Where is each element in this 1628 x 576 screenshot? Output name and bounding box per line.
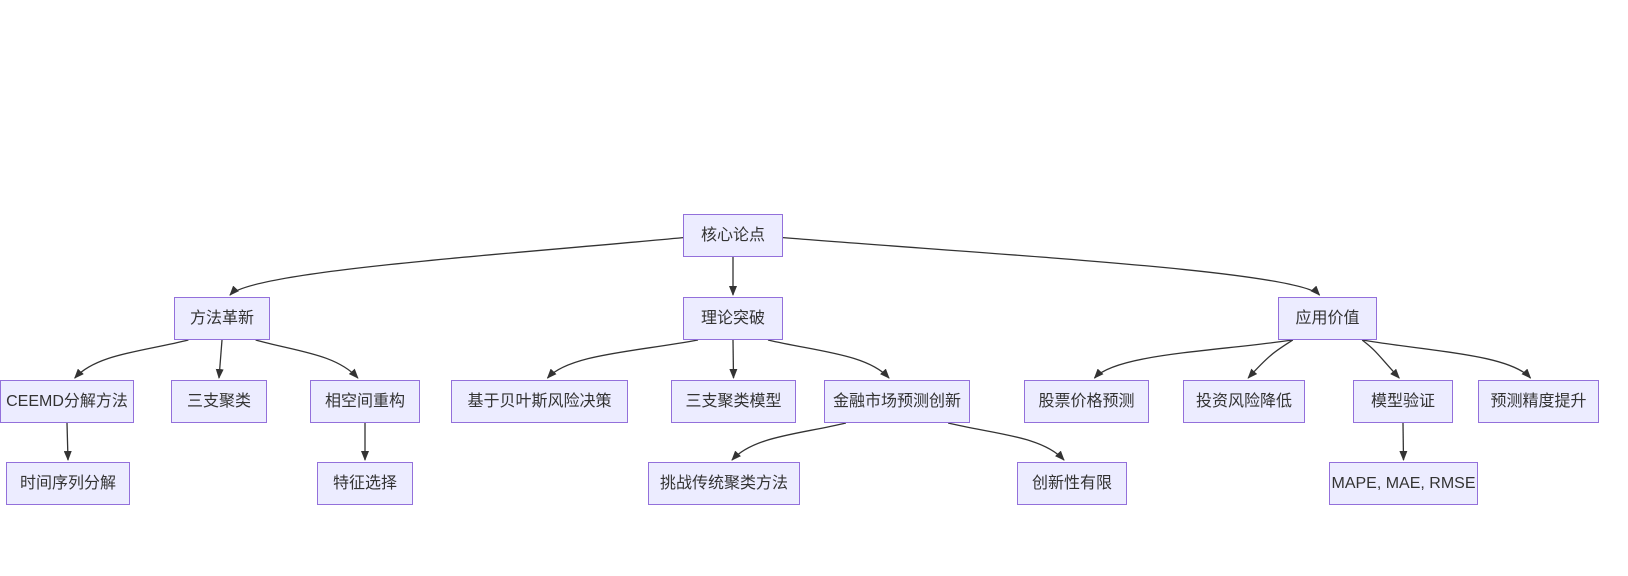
edge-application-validation [1361, 339, 1400, 379]
edge-method-three_way [215, 339, 224, 379]
edge-application-accuracy [1362, 339, 1532, 379]
edge-finance-challenge [731, 422, 847, 461]
node-metrics: MAPE, MAE, RMSE [1329, 462, 1478, 505]
node-core: 核心论点 [683, 214, 783, 257]
edge-core-application [782, 237, 1321, 296]
node-finance: 金融市场预测创新 [824, 380, 970, 423]
edge-application-risk [1247, 339, 1294, 379]
edge-method-phase_space [255, 339, 359, 379]
node-accuracy: 预测精度提升 [1478, 380, 1599, 423]
node-three_way: 三支聚类 [171, 380, 267, 423]
node-bayes: 基于贝叶斯风险决策 [451, 380, 628, 423]
edge-theory-twc_model [729, 339, 738, 379]
node-challenge: 挑战传统聚类方法 [648, 462, 800, 505]
edge-theory-finance [767, 339, 890, 379]
node-stock: 股票价格预测 [1024, 380, 1149, 423]
edge-method-ceemd [74, 339, 189, 379]
node-risk: 投资风险降低 [1183, 380, 1305, 423]
node-phase_space: 相空间重构 [310, 380, 420, 423]
edge-validation-metrics [1399, 422, 1408, 461]
edge-core-method [229, 237, 684, 296]
node-ceemd: CEEMD分解方法 [0, 380, 134, 423]
node-timeseries: 时间序列分解 [6, 462, 130, 505]
node-theory: 理论突破 [683, 297, 783, 340]
node-method: 方法革新 [174, 297, 270, 340]
node-validation: 模型验证 [1353, 380, 1453, 423]
edge-finance-limited [947, 422, 1065, 461]
edge-theory-bayes [546, 339, 699, 379]
edge-ceemd-timeseries [63, 422, 72, 461]
edge-application-stock [1093, 339, 1293, 379]
node-twc_model: 三支聚类模型 [671, 380, 796, 423]
node-application: 应用价值 [1278, 297, 1377, 340]
node-feature: 特征选择 [317, 462, 413, 505]
node-limited: 创新性有限 [1017, 462, 1127, 505]
